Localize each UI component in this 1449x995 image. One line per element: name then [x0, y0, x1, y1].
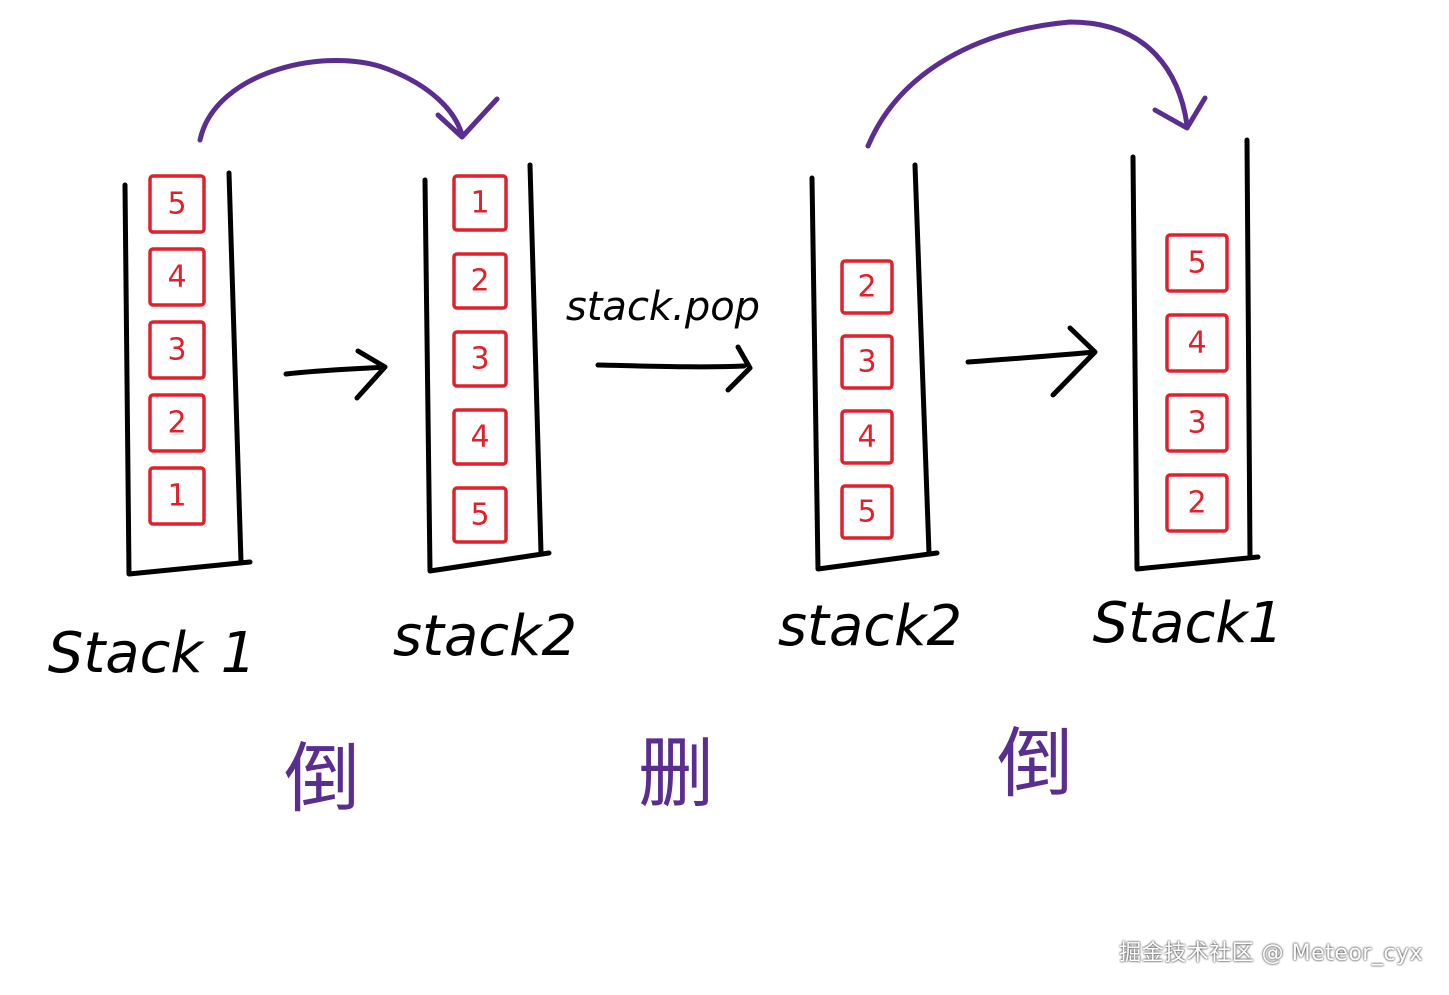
- step-label-reverse-1: 倒: [284, 734, 360, 823]
- stack-elements: 5 4 3 2 1 1 2 3 4 5 2 3 4 5 5 4 3 2: [148, 174, 1229, 544]
- stack-label-1: Stack 1: [48, 621, 256, 686]
- stack-4-element-box: [1165, 313, 1229, 373]
- stack-1-element-value: 3: [167, 333, 186, 368]
- stack-3-element-box: [840, 484, 894, 540]
- stack-4-element-value: 4: [1187, 326, 1206, 361]
- stack-2-element-box: [452, 330, 508, 388]
- stack-3-element-value: 2: [857, 270, 876, 305]
- stack-3-element-value: 4: [857, 420, 876, 455]
- stack-4-element-value: 3: [1187, 406, 1206, 441]
- stack-2-element-value: 3: [470, 342, 489, 377]
- stack-3-element-box: [840, 259, 894, 315]
- stack-3-element-box: [840, 334, 894, 390]
- stack-2-element-box: [452, 252, 508, 310]
- stack-2-element-value: 1: [470, 186, 489, 221]
- stack-1-element-value: 4: [167, 260, 186, 295]
- stack-1-element-box: [148, 174, 206, 234]
- stack-1-container: [122, 170, 253, 577]
- step-label-reverse-2: 倒: [997, 719, 1073, 808]
- stack-3-element-box: [840, 409, 894, 465]
- stack-4-element-box: [1165, 393, 1229, 453]
- stack-3-element-value: 3: [857, 345, 876, 380]
- stack-2-element-value: 4: [470, 420, 489, 455]
- stack-label-3: stack2: [778, 594, 962, 659]
- stack-4-element-box: [1165, 473, 1229, 533]
- stack-4-element-value: 5: [1187, 246, 1206, 281]
- stack-3-container: [809, 162, 940, 572]
- stack-4-element-box: [1165, 233, 1229, 293]
- stack-1-element-box: [148, 320, 206, 380]
- stack-2-element-box: [452, 408, 508, 466]
- stack-1-element-box: [148, 466, 206, 526]
- flow-arrow-3: [965, 325, 1098, 398]
- flow-arrow-2: [595, 344, 753, 393]
- stack-label-4: Stack1: [1093, 591, 1284, 656]
- stack-2-element-box: [452, 486, 508, 544]
- stack-1-element-box: [148, 247, 206, 307]
- stack-2-element-value: 5: [470, 498, 489, 533]
- operation-label: stack.pop: [566, 284, 760, 330]
- step-label-delete: 删: [638, 729, 714, 818]
- transfer-arrow-2: [865, 19, 1208, 149]
- stack-2-container: [422, 162, 552, 574]
- stack-1-element-value: 5: [167, 187, 186, 222]
- flow-arrow-1: [283, 348, 388, 401]
- stack-2-element-box: [452, 174, 508, 232]
- stack-1-element-value: 2: [167, 406, 186, 441]
- stack-2-element-value: 2: [470, 264, 489, 299]
- stack-4-element-value: 2: [1187, 486, 1206, 521]
- stack-4-container: [1130, 137, 1261, 572]
- watermark: 掘金技术社区 @ Meteor_cyx: [1119, 941, 1423, 966]
- stack-1-element-value: 1: [167, 479, 186, 514]
- stack-label-2: stack2: [393, 604, 577, 669]
- stack-3-element-value: 5: [857, 495, 876, 530]
- stack-1-element-box: [148, 393, 206, 453]
- transfer-arrow-1: [197, 58, 500, 143]
